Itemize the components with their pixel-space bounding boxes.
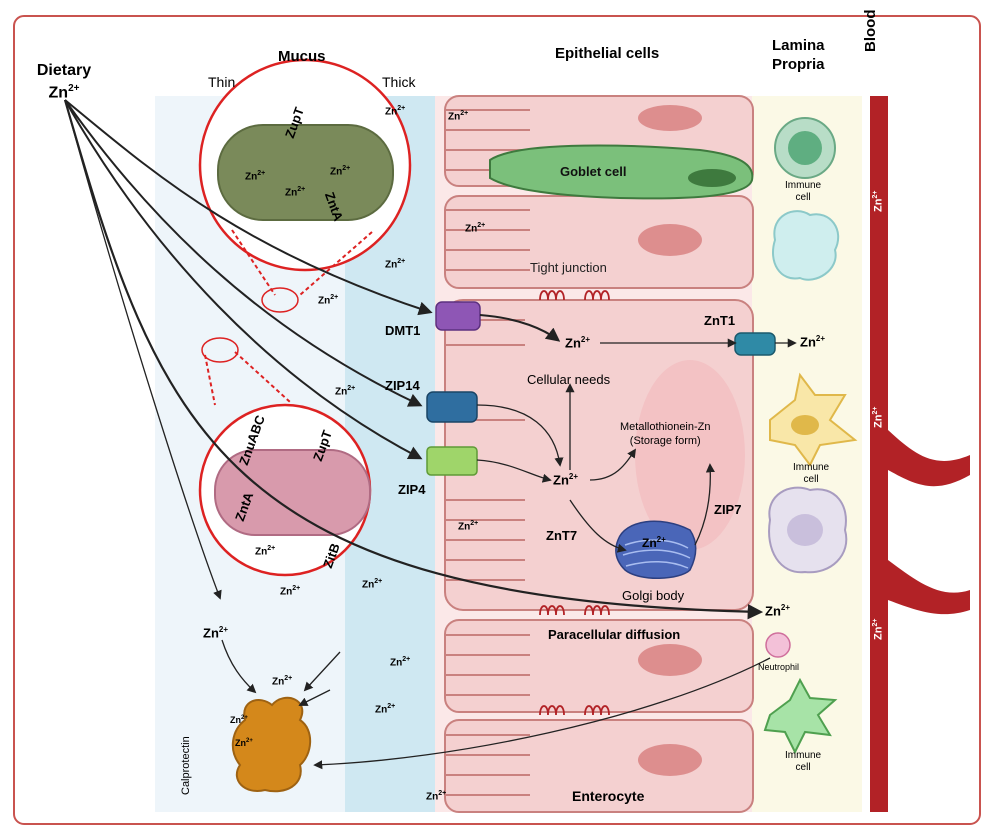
tight-junctions bbox=[539, 290, 610, 716]
zn-ion: Zn2+ bbox=[385, 258, 406, 271]
blood-vessel-branch bbox=[888, 430, 970, 487]
zip4-label: ZIP4 bbox=[398, 482, 426, 497]
zn-ion: Zn2+ bbox=[318, 294, 339, 307]
calprotectin bbox=[231, 696, 312, 793]
immune-cell-nucleus bbox=[791, 415, 819, 435]
zip14-transporter bbox=[426, 391, 478, 423]
lamina-header: Lamina Propria bbox=[772, 37, 825, 73]
pink-bacterium bbox=[214, 449, 371, 536]
microvilli bbox=[445, 109, 530, 796]
zn-ion: Zn2+ bbox=[375, 703, 396, 716]
zn-ion: Zn2+ bbox=[203, 625, 229, 641]
blood-vessel bbox=[870, 96, 888, 812]
tight-junction-label: Tight junction bbox=[530, 260, 607, 275]
zn-ion: Zn2+ bbox=[390, 656, 411, 669]
paracellular-label: Paracellular diffusion bbox=[548, 627, 681, 642]
zn-ion: Zn2+ bbox=[272, 675, 293, 688]
neutrophil bbox=[765, 632, 791, 658]
zn-ion: Zn2+ bbox=[285, 186, 306, 199]
cellular-needs-label: Cellular needs bbox=[527, 372, 611, 387]
zn-ion: Zn2+ bbox=[553, 472, 579, 488]
goblet-nucleus bbox=[688, 169, 736, 187]
thin-label: Thin bbox=[208, 74, 236, 90]
zoom-source-pink bbox=[201, 337, 239, 363]
immune-cell-nucleus bbox=[787, 514, 823, 546]
zn-ion: Zn2+ bbox=[448, 110, 469, 123]
zn-ion: Zn2+ bbox=[255, 545, 276, 558]
thick-label: Thick bbox=[382, 74, 416, 90]
zoom-source-green bbox=[261, 287, 299, 313]
dmt1-label: DMT1 bbox=[385, 323, 421, 338]
zoom-lines bbox=[204, 229, 373, 406]
blood-vessel-branch bbox=[888, 560, 970, 615]
znt1-label: ZnT1 bbox=[704, 313, 736, 328]
immune-cell bbox=[772, 210, 840, 281]
blood-header: Blood bbox=[862, 9, 879, 53]
zn-ion: Zn2+ bbox=[235, 738, 253, 748]
dietary-zinc-label: Dietary Zn2+ bbox=[36, 62, 92, 102]
immune-cell-nucleus bbox=[788, 131, 822, 165]
zn-ion: Zn2+ bbox=[335, 385, 356, 398]
zn-ion: Zn2+ bbox=[800, 334, 826, 350]
zn-ion: Zn2+ bbox=[565, 335, 591, 351]
zip4-transporter bbox=[426, 446, 478, 476]
zn-ion: Zn2+ bbox=[385, 105, 406, 118]
goblet-cell bbox=[489, 144, 754, 200]
znt7-label: ZnT7 bbox=[546, 528, 578, 543]
zn-ion-vertical: Zn2+ bbox=[872, 406, 885, 428]
golgi-layers bbox=[622, 539, 691, 569]
zn-ion: Zn2+ bbox=[458, 520, 479, 533]
dmt1-transporter bbox=[435, 301, 481, 331]
zn-ion: Zn2+ bbox=[280, 585, 301, 598]
zn-ion: Zn2+ bbox=[230, 715, 248, 725]
mucus-header: Mucus bbox=[278, 48, 326, 65]
epithelial-header: Epithelial cells bbox=[555, 45, 660, 62]
zn-ion-vertical: Zn2+ bbox=[872, 190, 885, 212]
zn-ion: Zn2+ bbox=[330, 165, 351, 178]
znt1-transporter bbox=[734, 332, 776, 356]
green-bacterium bbox=[217, 124, 394, 221]
zip14-label: ZIP14 bbox=[385, 378, 420, 393]
golgi-label: Golgi body bbox=[622, 588, 685, 603]
zn-ion: Zn2+ bbox=[642, 535, 666, 550]
immune-cell bbox=[763, 677, 838, 755]
enterocyte-label: Enterocyte bbox=[572, 788, 645, 804]
transport-arrows bbox=[63, 99, 797, 770]
zip7-label: ZIP7 bbox=[714, 502, 742, 517]
zn-ion: Zn2+ bbox=[245, 170, 266, 183]
neutrophil-label: Neutrophil bbox=[758, 662, 800, 672]
nuclei bbox=[638, 105, 702, 776]
zn-ion: Zn2+ bbox=[765, 603, 791, 619]
goblet-cell-label: Goblet cell bbox=[560, 164, 626, 179]
zn-ion: Zn2+ bbox=[362, 578, 383, 591]
metallothionein-zone bbox=[635, 360, 745, 550]
zn-ion: Zn2+ bbox=[426, 790, 447, 803]
zn-ion: Zn2+ bbox=[465, 222, 486, 235]
calprotectin-label: Calprotectin bbox=[180, 736, 192, 795]
metallothionein-label: Metallothionein-Zn (Storage form) bbox=[620, 421, 711, 447]
zn-ion-vertical: Zn2+ bbox=[872, 618, 885, 640]
